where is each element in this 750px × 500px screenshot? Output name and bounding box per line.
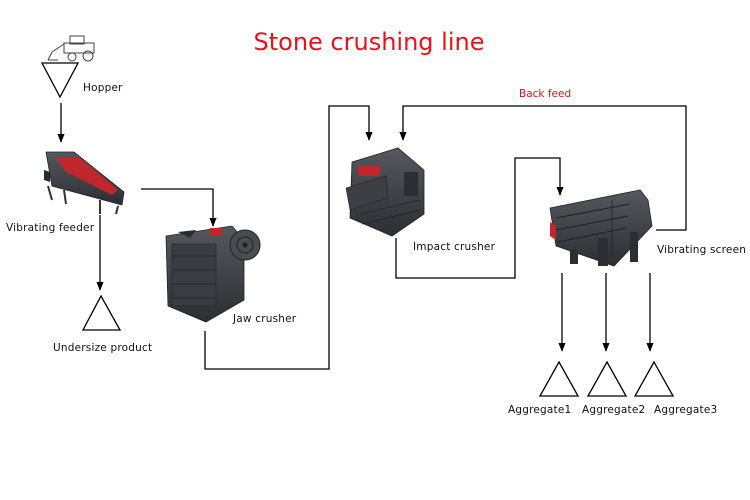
vibrating-feeder-machine: [44, 151, 125, 215]
aggregate1-label: Aggregate1: [508, 404, 571, 416]
vibrating-screen-machine: [549, 189, 653, 267]
feeder-to-jaw-arrow: [141, 188, 217, 227]
aggregate3-triangle: [633, 360, 675, 397]
back-feed-label: Back feed: [519, 88, 571, 100]
jaw-crusher-machine: [165, 225, 261, 323]
aggregate2-triangle: [586, 360, 628, 397]
vibrating-feeder-label: Vibrating feeder: [6, 222, 95, 234]
aggregate2-label: Aggregate2: [582, 404, 645, 416]
impact-crusher-machine: [345, 147, 425, 237]
vibrating-screen-label: Vibrating screen: [657, 244, 746, 256]
back-feed-arrow: [399, 105, 687, 231]
aggregate3-label: Aggregate3: [654, 404, 717, 416]
aggregate1-triangle: [538, 360, 580, 397]
jaw-crusher-label: Jaw crusher: [232, 313, 297, 325]
hopper-triangle: [40, 62, 80, 99]
jaw-to-impact-arrow: [204, 105, 373, 370]
loader-icon: [47, 35, 95, 62]
undersize-product-label: Undersize product: [53, 342, 152, 354]
page-title: Stone crushing line: [254, 28, 485, 56]
impact-to-screen-arrow: [395, 157, 564, 279]
hopper-label: Hopper: [83, 82, 123, 94]
undersize-triangle: [81, 294, 122, 331]
impact-crusher-label: Impact crusher: [413, 241, 496, 253]
